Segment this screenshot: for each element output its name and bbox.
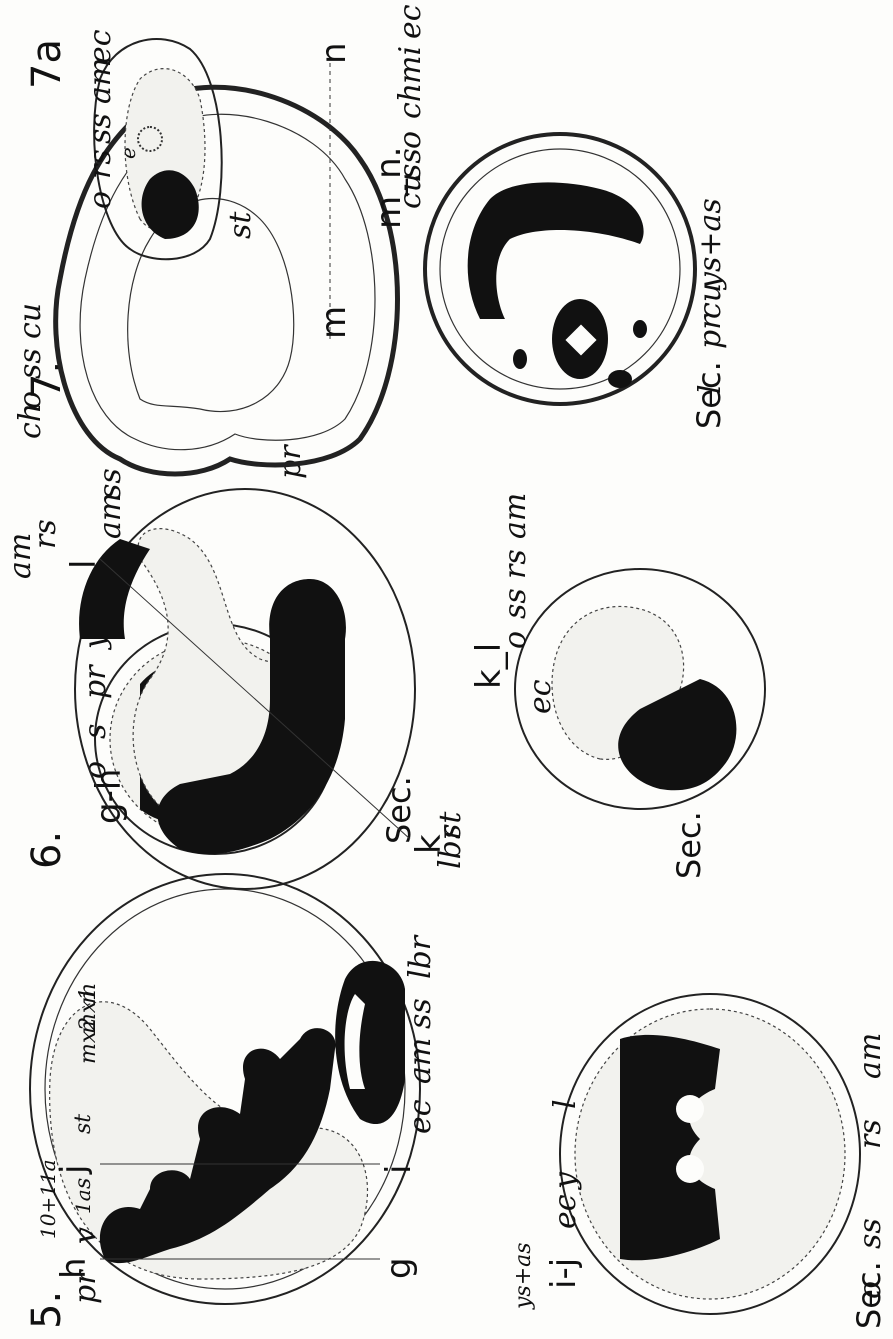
figure-7a-label-ss: ss bbox=[83, 113, 118, 144]
figure-5-label-v: v bbox=[68, 1227, 103, 1244]
figure-7a-label-e: e bbox=[116, 147, 140, 159]
section-mn-label-pr: pr bbox=[693, 314, 728, 349]
figure-6-label-am: am bbox=[93, 493, 128, 539]
section-ij-label-am: am bbox=[853, 1033, 888, 1079]
figure-5-number: 5. bbox=[24, 1291, 70, 1329]
section-mn-limb-1 bbox=[513, 349, 527, 369]
section-kl-label-o: o bbox=[498, 631, 533, 649]
figure-7a: 7a o rs ss am ec e st bbox=[24, 29, 258, 259]
section-gh-label-pr: pr bbox=[78, 664, 113, 699]
figure-7a-label-st: st bbox=[223, 211, 258, 239]
figure-5-label-ss: ss bbox=[403, 998, 438, 1029]
section-ij-label-ys-as: ys+as bbox=[511, 1242, 536, 1310]
figure-7-label-n: n bbox=[314, 42, 354, 64]
figure-7-inner-membrane bbox=[80, 114, 375, 449]
figure-5-label-i: i bbox=[379, 1165, 419, 1174]
section-mn-limb-2 bbox=[633, 320, 647, 338]
figure-5-label-m: m bbox=[76, 983, 101, 1004]
figure-6-label-rs: rs bbox=[28, 519, 63, 549]
figure-5-section-ij: i-j Sec. ys+as y l ec o ss rs am bbox=[511, 994, 888, 1329]
section-mn-sec-label: Sec. bbox=[690, 361, 728, 429]
section-mn-label-ss: ss bbox=[393, 148, 428, 179]
figure-7a-label-am: am bbox=[83, 58, 118, 104]
section-mn-limb-3 bbox=[608, 370, 632, 388]
section-mn-label-ec: ec bbox=[393, 4, 428, 39]
figure-6-label-st: st bbox=[433, 811, 468, 839]
figure-5-label-j: j bbox=[54, 1165, 94, 1175]
figure-7-label-m: m bbox=[314, 306, 354, 339]
section-mn-label-mi: mi bbox=[393, 46, 428, 84]
section-kl-label-rs: rs bbox=[498, 549, 533, 579]
figure-7a-number: 7a bbox=[24, 39, 70, 89]
figure-6-number: 6. bbox=[24, 831, 70, 869]
figure-5-label-1a: 1a bbox=[71, 1189, 95, 1214]
figure-7-section-mn: m_n. Sec. cu ss o ch mi ec l pr cu ys+as bbox=[369, 4, 728, 429]
section-ij-label-ss: ss bbox=[853, 1218, 888, 1249]
section-ij-label-rs: rs bbox=[853, 1119, 888, 1149]
figure-5-label-g: g bbox=[379, 1257, 419, 1279]
figure-7a-label-o: o bbox=[83, 191, 118, 209]
figure-5-label-ec: ec bbox=[403, 1099, 438, 1134]
section-mn-label-o: o bbox=[393, 131, 428, 149]
section-mn-label-l: l bbox=[693, 384, 728, 394]
section-gh-label-s: s bbox=[78, 724, 113, 739]
section-ij-label-l: l bbox=[548, 1099, 583, 1109]
section-kl-sec-label: Sec. bbox=[670, 811, 708, 879]
section-kl-cut-label: k_l bbox=[469, 643, 509, 689]
figure-5-label-s: s bbox=[71, 1178, 96, 1189]
section-mn-embryo-cup bbox=[468, 182, 644, 319]
figure-7-label-o: o bbox=[13, 391, 48, 409]
section-ij-label-y: y bbox=[548, 1171, 583, 1191]
figure-7a-label-rs: rs bbox=[83, 149, 118, 179]
figure-6-label-l: l bbox=[64, 560, 104, 569]
figure-5-label-10-11a: 10+11a bbox=[36, 1159, 60, 1239]
section-kl-label-am: am bbox=[498, 493, 533, 539]
section-kl-label-ec: ec bbox=[523, 679, 558, 714]
section-ij-lumen-right bbox=[676, 1095, 704, 1123]
figure-5-label-am: am bbox=[403, 1038, 438, 1084]
figure-7-label-ss: ss bbox=[13, 348, 48, 379]
figure-7-label-cu: cu bbox=[13, 303, 48, 339]
section-ij-cut-label: i-j bbox=[544, 1258, 584, 1289]
figure-5-label-lbr: lbr bbox=[403, 934, 438, 979]
section-ij-label-ec: ec bbox=[548, 1194, 583, 1229]
figure-6-procephalon bbox=[79, 539, 150, 639]
section-ij-lumen-left bbox=[676, 1155, 704, 1183]
figure-5-label-pr: pr bbox=[68, 1269, 103, 1304]
section-kl-label-ss: ss bbox=[498, 588, 533, 619]
figure-6-label-ss: ss bbox=[93, 468, 128, 499]
figure-5-label-st: st bbox=[71, 1114, 96, 1134]
figure-7a-label-ec: ec bbox=[83, 29, 118, 64]
section-gh-label-o: o bbox=[78, 761, 113, 779]
section-mn-label-ys-as: ys+as bbox=[693, 198, 728, 291]
figure-6-section-kl: k_l Sec. o ss rs am ec bbox=[469, 493, 765, 879]
section-ij-label-o: o bbox=[853, 1281, 888, 1299]
section-mn-label-ch: ch bbox=[393, 83, 428, 119]
